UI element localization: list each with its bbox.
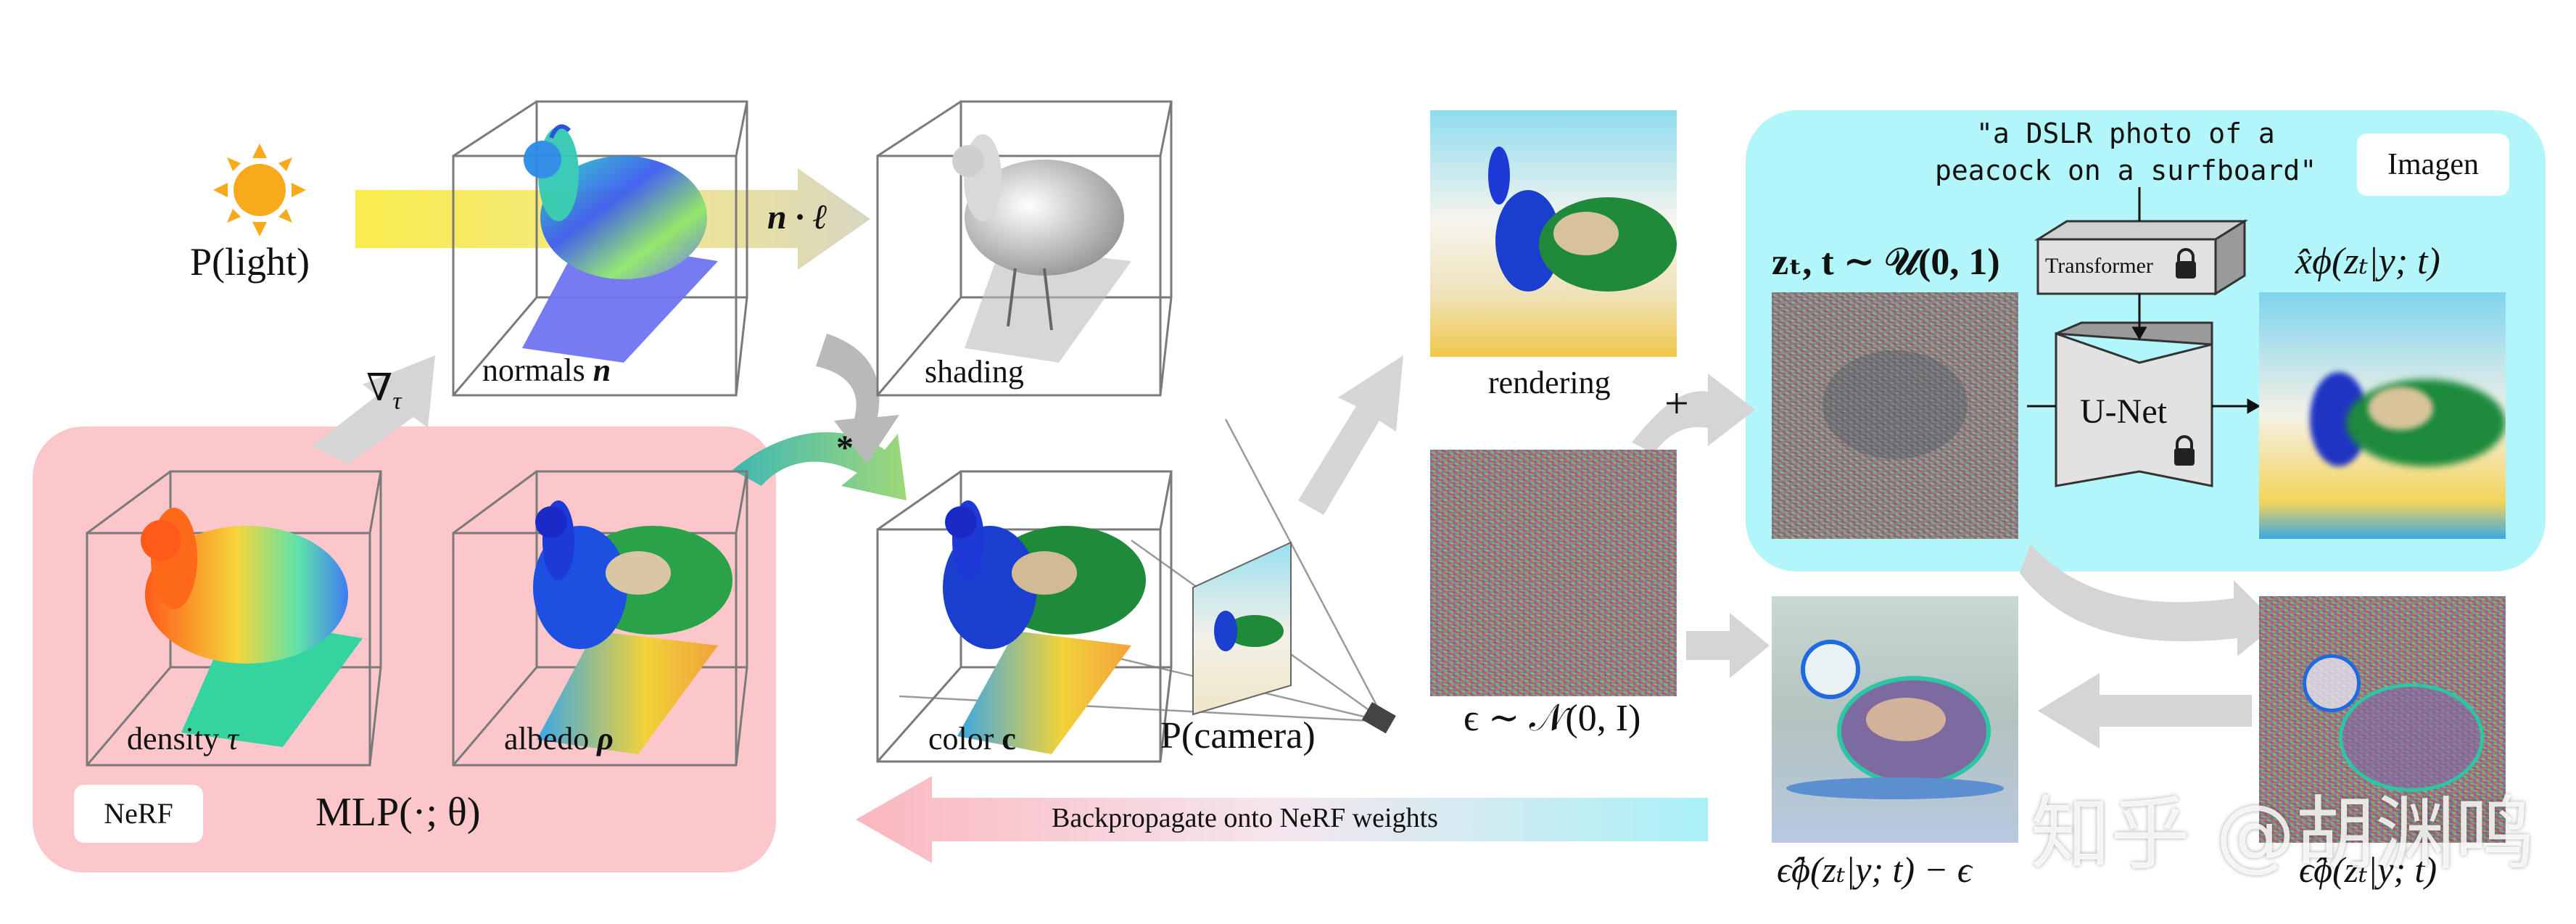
backprop-arrow <box>856 776 1708 863</box>
albedo-var: ρ <box>597 721 614 756</box>
eps-diff-label: ϵ̂ϕ(zₜ|y; t) − ϵ <box>1777 849 1972 890</box>
grad-symbol: ∇ <box>366 368 393 409</box>
xhat-image <box>2259 292 2506 539</box>
eps-diff-image <box>1772 596 2018 843</box>
noise-to-diff-arrow <box>1686 613 1770 678</box>
color-peacock <box>943 500 1146 754</box>
sun-icon <box>213 144 306 236</box>
shading-to-color-arrow <box>816 334 899 464</box>
transformer-label: Transformer <box>2045 254 2153 278</box>
camera-label: P(camera) <box>1160 715 1316 756</box>
light-label: P(light) <box>190 240 310 284</box>
grad-label: ∇τ <box>366 366 401 415</box>
grad-arrow <box>312 355 435 464</box>
eps-hat-label: ϵ̂ϕ(zₜ|y; t) <box>2299 849 2437 890</box>
density-label: density τ <box>127 720 239 757</box>
normals-peacock <box>522 124 718 363</box>
unet-block <box>2055 321 2213 487</box>
albedo-label: albedo ρ <box>504 720 614 757</box>
nerf-tag: NeRF <box>74 785 203 843</box>
plus-label: + <box>1664 379 1689 427</box>
transformer-lock-icon <box>2176 248 2196 279</box>
zt-label: zₜ, t ∼ 𝒰(0, 1) <box>1772 242 2000 283</box>
unet-lock-icon <box>2174 435 2195 466</box>
epsilon-noise-image <box>1430 450 1677 696</box>
rendering-image <box>1430 110 1677 357</box>
watermark: 知乎 @胡渊鸣 <box>2031 788 2535 880</box>
imagen-connectors <box>2027 187 2261 414</box>
eps-hat-image <box>2259 596 2506 843</box>
camera-icon <box>1361 702 1396 734</box>
density-text: density <box>127 721 228 756</box>
shading-peacock <box>952 134 1131 363</box>
camera-plane-peacock <box>1214 611 1284 651</box>
color-label: color c <box>928 720 1016 757</box>
imagen-tag: Imagen <box>2357 133 2509 196</box>
density-var: τ <box>227 721 239 756</box>
to-rendering-arrow <box>1298 355 1403 515</box>
normals-label: normals n <box>482 352 611 389</box>
albedo-text: albedo <box>504 721 598 756</box>
color-text: color <box>928 721 1002 756</box>
grad-subscript: τ <box>392 387 402 415</box>
prompt-line-2: peacock on a surfboard" <box>1935 154 2317 186</box>
xhat-label: x̂ϕ(zₜ|y; t) <box>2295 241 2440 282</box>
epsilon-label: ϵ ∼ 𝒩(0, I) <box>1464 698 1641 739</box>
rendering-to-zt-arrow <box>1632 374 1755 453</box>
density-peacock <box>141 508 363 747</box>
albedo-peacock <box>533 500 732 754</box>
unet-label: U-Net <box>2080 392 2167 431</box>
normals-text: normals <box>482 352 593 388</box>
shading-label: shading <box>925 354 1024 389</box>
imagen-to-epshat-arrow <box>2020 544 2277 656</box>
prompt-line-1: "a DSLR photo of a <box>1976 117 2275 149</box>
zt-noisy-image <box>1772 292 2018 539</box>
mlp-label: MLP(·; θ) <box>315 790 481 835</box>
color-var: c <box>1002 721 1016 756</box>
normals-var: n <box>593 352 611 388</box>
backprop-label: Backpropagate onto NeRF weights <box>1052 803 1438 833</box>
rendering-label: rendering <box>1488 365 1611 400</box>
star-label: * <box>836 429 854 467</box>
epshat-to-diff-arrow <box>2038 673 2252 748</box>
ndotl-label: n · ℓ <box>767 198 828 236</box>
